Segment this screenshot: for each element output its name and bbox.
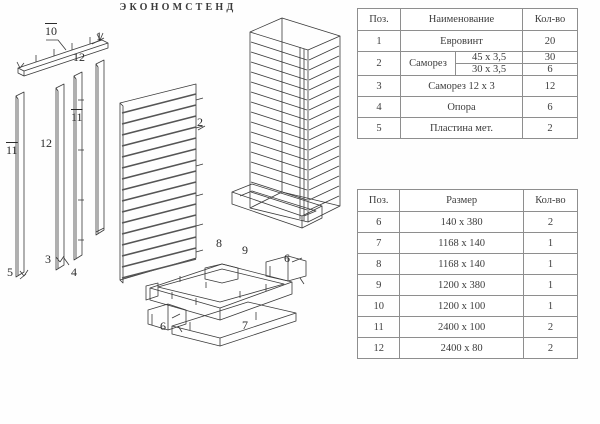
cell-position: 10 (356, 295, 401, 317)
tray-part-9 (145, 263, 293, 321)
cell-size: 140 х 380 (399, 211, 524, 233)
table-header-row: Поз. Размер Кол-во (356, 189, 579, 212)
cell-position: 12 (356, 337, 401, 359)
cell-size: 1168 х 140 (399, 253, 524, 275)
callout-8: 8 (216, 236, 222, 250)
cell-quantity: 12 (522, 75, 578, 97)
cell-position: 9 (356, 274, 401, 296)
end-cap-part-6-right (265, 255, 307, 285)
table-row: 11 2400 х 100 2 (356, 316, 579, 338)
bill-of-materials-panels: Поз. Размер Кол-во 6 140 х 380 2 7 1168 … (356, 189, 579, 359)
cell-quantity: 1 (522, 253, 579, 275)
end-cap-part-6-left (147, 303, 187, 333)
cell-size: 1168 х 140 (399, 232, 524, 254)
cell-quantity: 20 (522, 30, 578, 52)
assembled-display-unit (231, 17, 341, 229)
cell-quantity: 2 (522, 211, 579, 233)
cell-position: 7 (356, 232, 401, 254)
table-row: 4 Опора 6 (357, 96, 578, 118)
callout-1: 1 (96, 29, 102, 43)
cell-position: 1 (357, 30, 401, 52)
callout-7: 7 (242, 318, 248, 332)
top-rail-part-10 (16, 32, 109, 77)
rail-part-11-right (95, 59, 105, 236)
cell-name: Опора (400, 96, 523, 118)
cell-position: 2 (357, 51, 401, 76)
cell-name: Саморез (400, 51, 456, 76)
cell-position: 6 (356, 211, 401, 233)
header-size: Размер (399, 189, 524, 212)
header-name: Наименование (400, 8, 523, 31)
callout-5: 5 (7, 265, 13, 279)
cell-quantity: 1 (522, 232, 579, 254)
rail-part-12-left (55, 83, 65, 271)
callout-3: 3 (45, 252, 51, 266)
callout-12-left: 12 (40, 136, 52, 150)
callout-6-right: 6 (284, 251, 290, 265)
table-row: 5 Пластина мет. 2 (357, 117, 578, 139)
cell-position: 4 (357, 96, 401, 118)
table-row: 1 Евровинт 20 (357, 30, 578, 52)
header-quantity: Кол-во (522, 8, 578, 31)
cell-position: 8 (356, 253, 401, 275)
cell-quantity: 1 (522, 274, 579, 296)
callout-6-left: 6 (160, 319, 166, 333)
table-row: 9 1200 х 380 1 (356, 274, 579, 296)
cell-position: 3 (357, 75, 401, 97)
header-position: Поз. (356, 189, 401, 212)
cell-position: 11 (356, 316, 401, 338)
page-title: ЭКОНОМСТЕНД (119, 2, 237, 13)
cell-size: 30 х 3,5 (455, 63, 523, 76)
rail-part-12-right (73, 71, 84, 261)
callout-2: 2 (197, 115, 203, 129)
cell-quantity: 6 (522, 63, 578, 76)
table-row: 8 1168 х 140 1 (356, 253, 579, 275)
slatwall-panel-part-2 (119, 83, 204, 284)
callout-10: 10 (45, 24, 57, 38)
cell-name: Евровинт (400, 30, 523, 52)
cell-quantity: 2 (522, 337, 579, 359)
cell-name: Саморез 12 х 3 (400, 75, 523, 97)
cell-quantity: 6 (522, 96, 578, 118)
header-quantity: Кол-во (522, 189, 579, 212)
table-row: 2 Саморез 45 х 3,5 30 (357, 51, 578, 76)
cell-size: 45 х 3,5 (455, 51, 523, 64)
callout-4: 4 (71, 265, 77, 279)
table-row: 6 140 х 380 2 (356, 211, 579, 233)
callout-9: 9 (242, 243, 248, 257)
callout-11-left: 11 (6, 143, 18, 157)
assembly-drawing-svg (15, 17, 341, 347)
table-row: 3 Саморез 12 х 3 12 (357, 75, 578, 97)
cell-size: 1200 х 380 (399, 274, 524, 296)
table-header-row: Поз. Наименование Кол-во (357, 8, 578, 31)
cell-size: 2400 х 100 (399, 316, 524, 338)
cell-quantity: 2 (522, 117, 578, 139)
cell-quantity: 30 (522, 51, 578, 64)
callout-12-top: 12 (73, 50, 85, 64)
cell-position: 5 (357, 117, 401, 139)
cell-quantity: 1 (522, 295, 579, 317)
assembly-drawing: 1 10 12 11 2 11 12 3 4 5 8 9 6 6 7 (6, 17, 341, 347)
callout-11-top: 11 (71, 110, 83, 124)
header-position: Поз. (357, 8, 401, 31)
cell-size: 2400 х 80 (399, 337, 524, 359)
bill-of-materials-hardware: Поз. Наименование Кол-во 1 Евровинт 20 2… (357, 8, 578, 139)
table-row: 10 1200 х 100 1 (356, 295, 579, 317)
cell-quantity: 2 (522, 316, 579, 338)
cell-name: Пластина мет. (400, 117, 523, 139)
rail-part-11-left (15, 91, 25, 278)
cell-size: 1200 х 100 (399, 295, 524, 317)
board-part-7 (171, 301, 297, 347)
table-row: 12 2400 х 80 2 (356, 337, 579, 359)
table-row: 7 1168 х 140 1 (356, 232, 579, 254)
